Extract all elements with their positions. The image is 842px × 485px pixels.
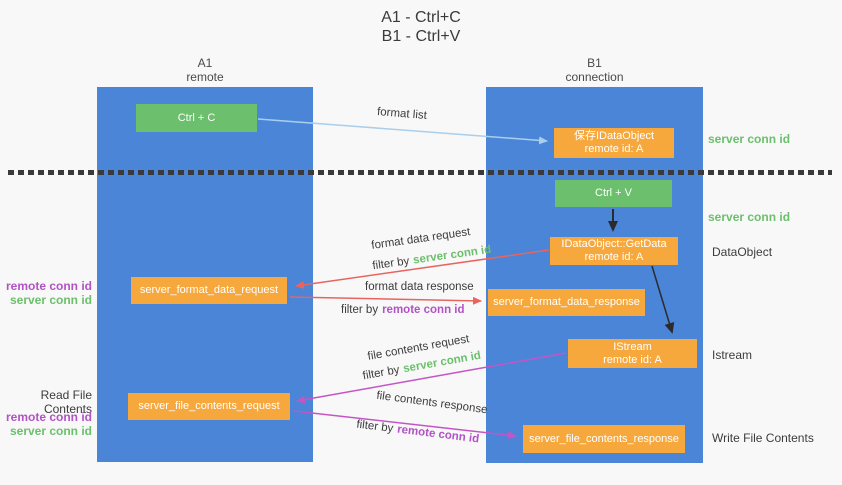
node-server-format-data-response-label: server_format_data_response [493,296,640,308]
edge-label-file-contents-response: file contents response [375,389,489,417]
label-istream: Istream [712,348,753,362]
edge-label-format-list: format list [376,106,428,122]
filter-by-text: filter by [371,255,411,273]
filter-by-text: filter by [361,364,401,383]
filter-by-text: filter by [341,304,379,316]
label-server-conn-id-left-bottom: server conn id [9,424,92,438]
diagram-title: A1 - Ctrl+C B1 - Ctrl+V [0,8,842,46]
node-server-file-contents-request: server_file_contents_request [128,393,290,420]
edge-label-format-data-response: format data response [365,281,474,293]
node-istream-line1: IStream [613,340,652,353]
node-ctrl-v-label: Ctrl + V [595,187,632,199]
node-server-file-contents-request-label: server_file_contents_request [138,400,280,412]
filter-by-text: filter by [355,418,394,435]
node-server-format-data-request: server_format_data_request [131,277,287,304]
remote-conn-id-text: remote conn id [396,423,480,446]
lane-b1-subtitle: connection [565,70,624,84]
lane-a1-subtitle: remote [186,70,224,84]
title-line-1: A1 - Ctrl+C [381,9,461,26]
label-server-conn-id-right-mid: server conn id [708,210,791,224]
node-idataobject-getdata-line1: IDataObject::GetData [561,238,667,250]
node-save-idataobject-line1: 保存IDataObject [573,130,655,142]
lane-a1-name: A1 [197,56,213,70]
node-save-idataobject-line2: remote id: A [584,143,644,155]
label-dataobject: DataObject [712,245,773,259]
label-remote-conn-id-left-top: remote conn id [5,279,92,293]
label-server-conn-id-left-top: server conn id [9,293,92,307]
node-idataobject-getdata: IDataObject::GetData remote id: A [550,237,678,265]
node-ctrl-c-label: Ctrl + C [177,111,216,124]
node-idataobject-getdata-line2: remote id: A [584,251,644,263]
node-server-format-data-request-label: server_format_data_request [139,284,279,296]
label-read-file-contents: Read File Contents [40,388,92,416]
lane-header-b1-connection: B1 connection [486,56,703,84]
label-server-conn-id-right-top: server conn id [708,132,791,146]
node-server-format-data-response: server_format_data_response [488,289,645,316]
server-conn-id-text: server conn id [412,243,492,267]
lane-header-a1-remote: A1 remote [97,56,313,84]
title-line-2: B1 - Ctrl+V [381,28,461,45]
node-ctrl-c: Ctrl + C [136,104,257,132]
lane-b1-name: B1 [587,56,602,70]
label-remote-conn-id-left-bottom: remote conn id [5,410,92,424]
node-server-file-contents-response-label: server_file_contents_response [529,432,679,445]
node-save-idataobject: 保存IDataObject remote id: A [554,128,674,158]
label-write-file-contents: Write File Contents [712,431,814,445]
remote-conn-id-text: remote conn id [382,304,465,316]
node-istream: IStream remote id: A [568,339,697,368]
node-istream-line2: remote id: A [603,353,662,366]
arrow-format-data-response [289,296,482,305]
node-ctrl-v: Ctrl + V [555,180,672,207]
node-server-file-contents-response: server_file_contents_response [523,425,685,453]
dotted-separator-line [8,170,832,175]
